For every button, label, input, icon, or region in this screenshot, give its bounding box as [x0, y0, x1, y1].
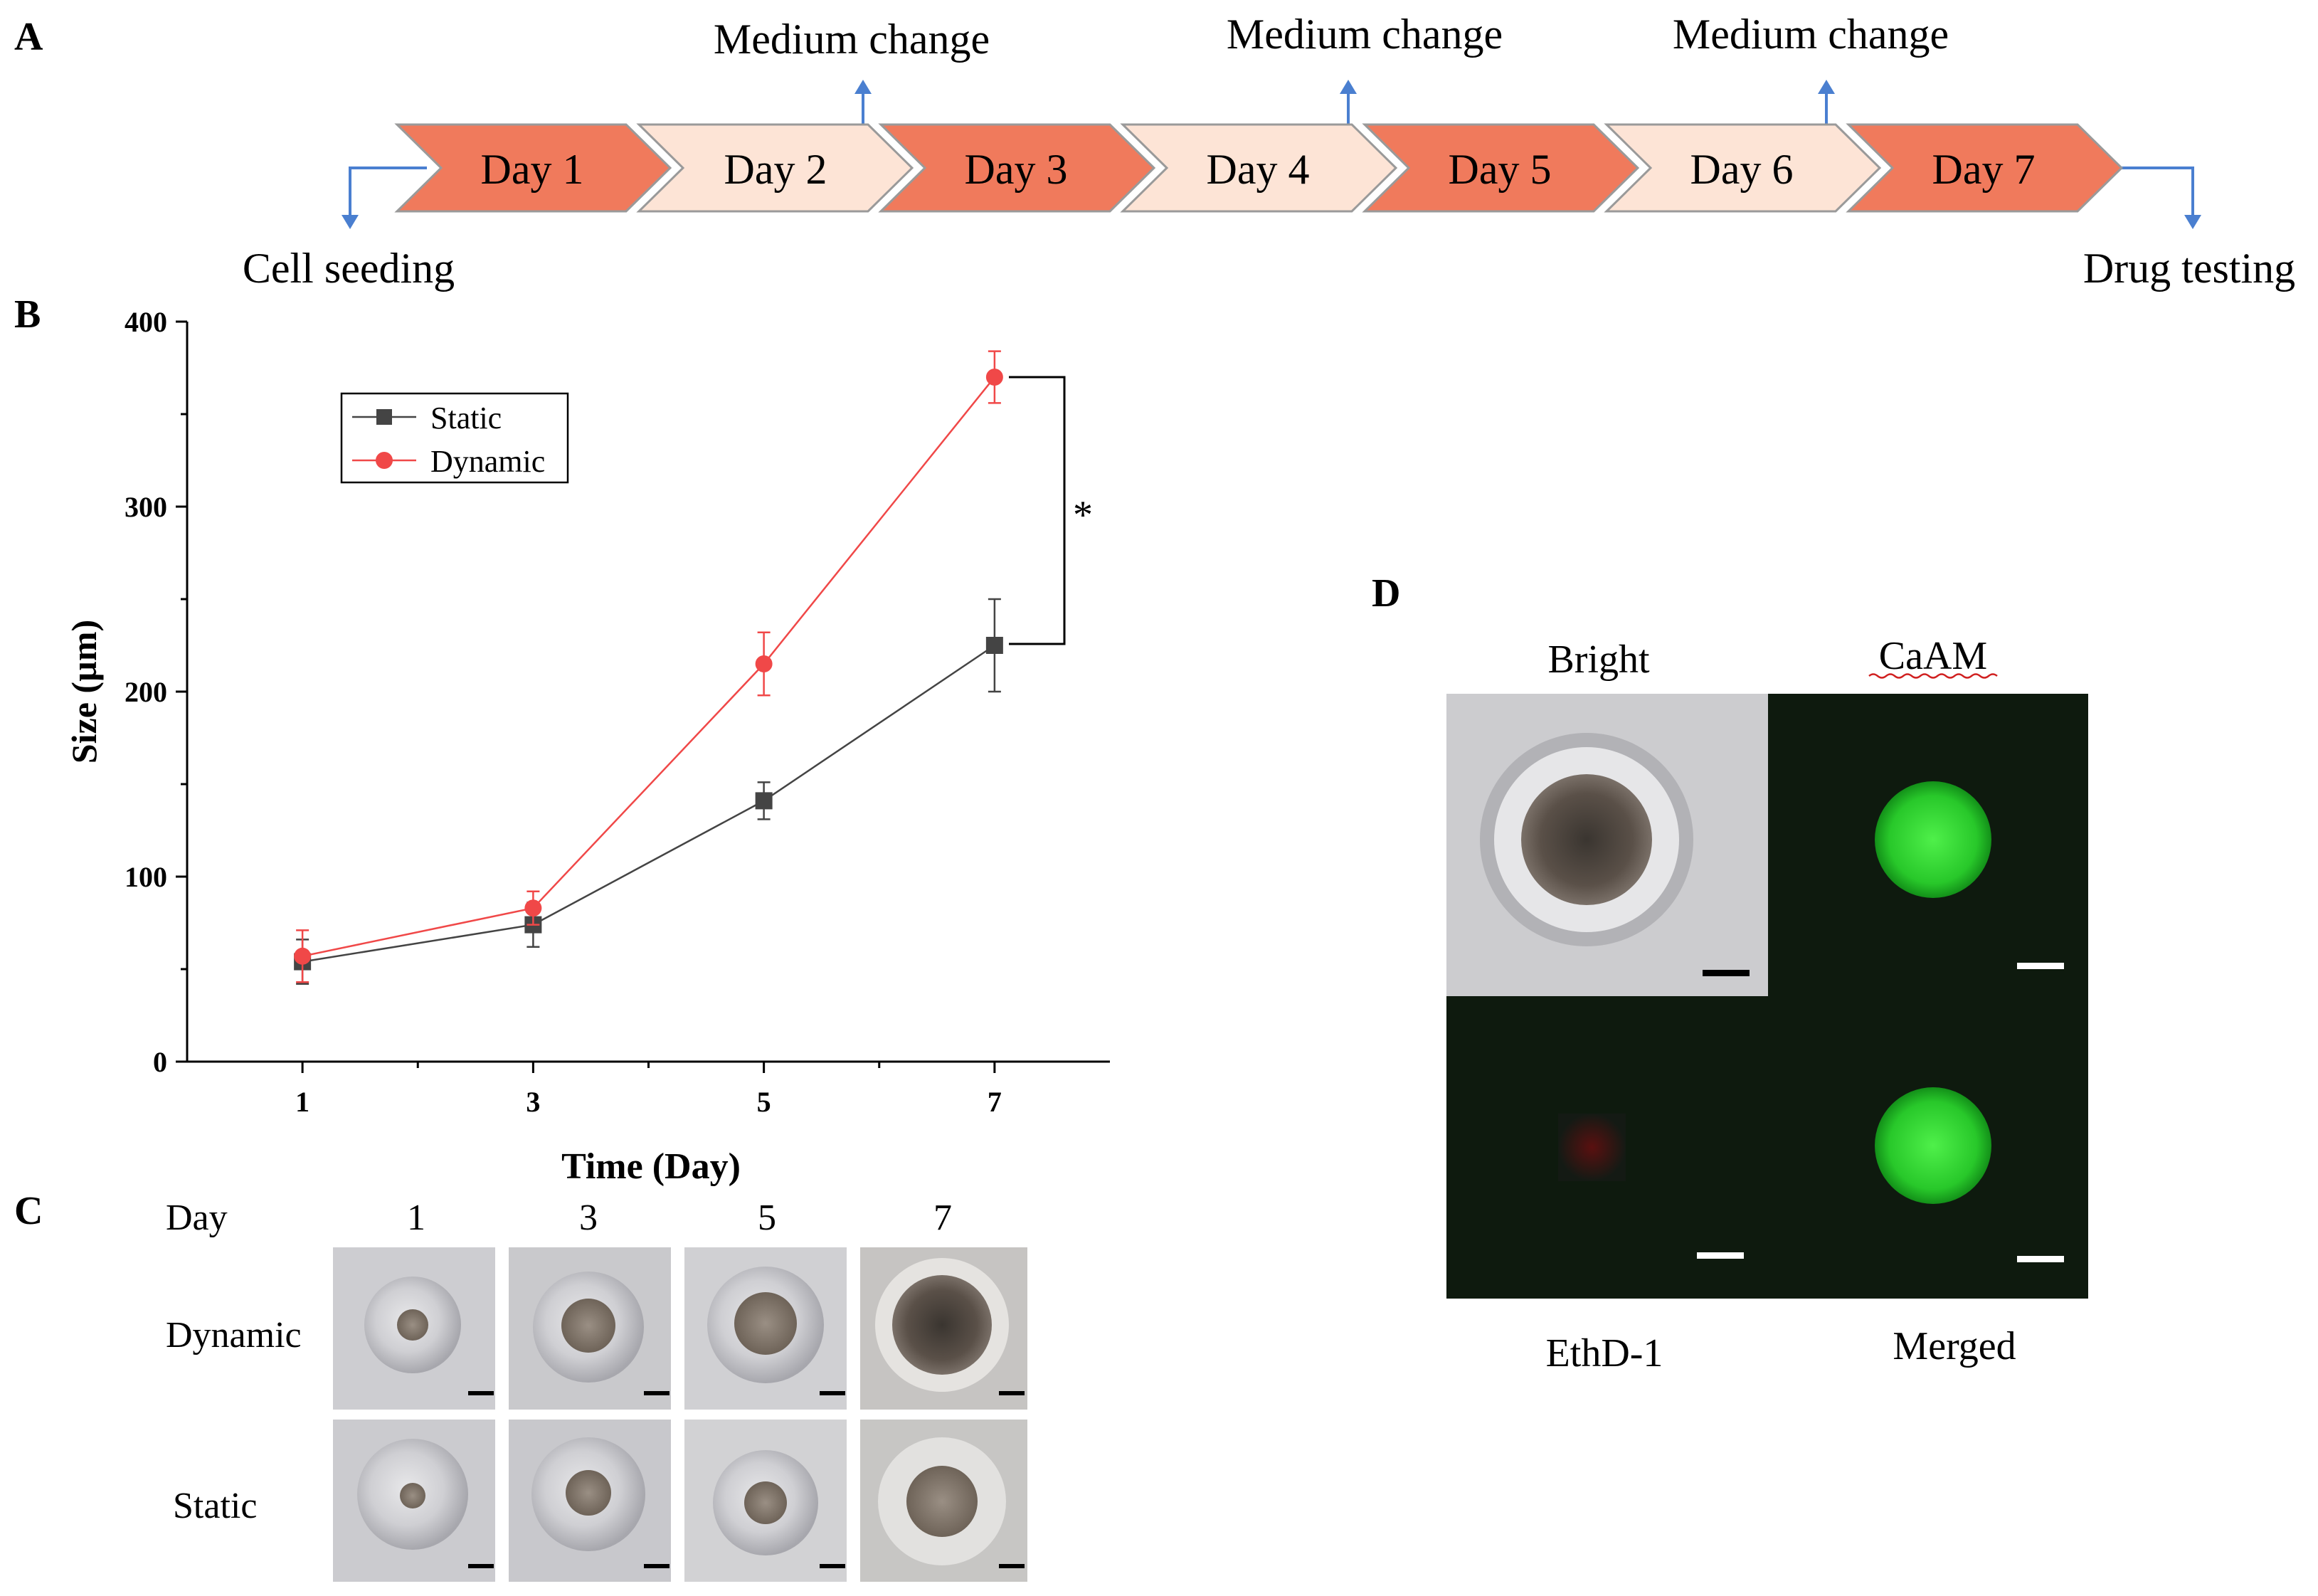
row-label-static: Static	[173, 1486, 257, 1526]
day-label-1: Day 1	[481, 146, 584, 193]
data-point-dynamic	[755, 655, 773, 672]
day-label-7: Day 7	[1932, 146, 2036, 193]
row-label-dynamic: Dynamic	[166, 1315, 302, 1355]
micrograph-dynamic-day5	[684, 1247, 847, 1410]
day-column-5: 5	[758, 1198, 776, 1238]
day-chevron-2	[636, 123, 914, 213]
day-header-label: Day	[166, 1198, 228, 1238]
day-label-2: Day 2	[724, 146, 827, 193]
micrograph-static-day7	[860, 1420, 1027, 1582]
y-tick-label: 100	[125, 861, 167, 893]
image-ethd	[1446, 996, 1768, 1299]
medium-change-label-2: Medium change	[1227, 11, 1503, 58]
fluorescence-panel: Bright CaAM EthD-1 Merged	[1446, 634, 2088, 1375]
y-tick-label: 400	[125, 306, 167, 338]
data-point-dynamic	[524, 899, 542, 917]
day-chevron-1	[394, 123, 672, 213]
series-line-dynamic	[302, 376, 995, 958]
micrograph-dynamic-day1	[333, 1247, 495, 1410]
day-chevron-4	[1120, 123, 1398, 213]
micrograph-dynamic-day7	[860, 1247, 1027, 1410]
micrograph-static-day5	[684, 1420, 847, 1582]
data-point-static	[985, 637, 1003, 654]
label-bright: Bright	[1547, 638, 1650, 682]
legend-dynamic-label: Dynamic	[430, 444, 545, 479]
day-chevron-7	[1846, 123, 2124, 213]
significance-bracket	[1009, 376, 1066, 645]
data-point-dynamic	[294, 947, 312, 965]
panel-letter-d: D	[1372, 571, 1400, 615]
medium-change-arrow-3	[1818, 80, 1835, 125]
x-tick-label: 5	[757, 1086, 771, 1118]
panel-letter-c: C	[14, 1189, 43, 1233]
series-line-static	[302, 644, 995, 963]
day-chevron-3	[878, 123, 1156, 213]
day-label-5: Day 5	[1449, 146, 1552, 193]
legend-static-label: Static	[430, 401, 502, 435]
image-merged	[1768, 996, 2088, 1299]
image-bright	[1446, 694, 1768, 996]
day-column-3: 3	[579, 1198, 598, 1238]
y-axis-label: Size (µm)	[64, 620, 104, 763]
micrograph-static-day1	[333, 1420, 495, 1582]
timeline: Day 1 Day 2 Day 3 Day 4 Day 5 Day 6 Day …	[243, 11, 2295, 292]
panel-letter-a: A	[14, 15, 43, 59]
label-merged: Merged	[1893, 1324, 2016, 1368]
day-chevron-6	[1604, 123, 1882, 213]
micrograph-dynamic-day3	[509, 1247, 671, 1410]
cell-seeding-arrow	[342, 167, 427, 229]
day-column-1: 1	[407, 1198, 425, 1238]
significance-star: *	[1073, 493, 1093, 537]
y-tick-label: 0	[153, 1046, 167, 1078]
chart-legend: Static Dynamic	[340, 392, 569, 484]
medium-change-label-1: Medium change	[714, 16, 990, 63]
medium-change-arrow-1	[854, 80, 872, 125]
y-tick-label: 200	[125, 676, 167, 708]
legend-static-marker	[376, 409, 392, 425]
micrograph-static-day3	[509, 1420, 671, 1582]
data-point-dynamic	[985, 369, 1003, 386]
day-label-6: Day 6	[1690, 146, 1794, 193]
label-caam: CaAM	[1879, 634, 1987, 678]
medium-change-label-3: Medium change	[1673, 11, 1949, 58]
x-tick-label: 3	[526, 1086, 540, 1118]
medium-change-arrow-2	[1340, 80, 1357, 125]
cell-seeding-label: Cell seeding	[243, 245, 455, 292]
y-tick-label: 300	[125, 491, 167, 523]
day-label-3: Day 3	[965, 146, 1068, 193]
caam-spellcheck-underline	[1868, 673, 1998, 679]
drug-testing-label: Drug testing	[2083, 245, 2295, 292]
x-tick-label: 1	[295, 1086, 309, 1118]
image-caam	[1768, 694, 2088, 996]
day-chevron-5	[1362, 123, 1640, 213]
panel-letter-b: B	[14, 292, 41, 337]
day-label-4: Day 4	[1207, 146, 1310, 193]
microscopy-grid: Day 1 3 5 7 Dynamic Static	[166, 1198, 1027, 1582]
data-point-static	[755, 792, 773, 810]
legend-dynamic-marker	[376, 452, 393, 469]
label-ethd: EthD-1	[1546, 1331, 1663, 1375]
x-axis-label: Time (Day)	[561, 1146, 741, 1187]
x-tick-label: 7	[988, 1086, 1002, 1118]
drug-testing-arrow	[2117, 167, 2201, 229]
day-column-7: 7	[933, 1198, 952, 1238]
